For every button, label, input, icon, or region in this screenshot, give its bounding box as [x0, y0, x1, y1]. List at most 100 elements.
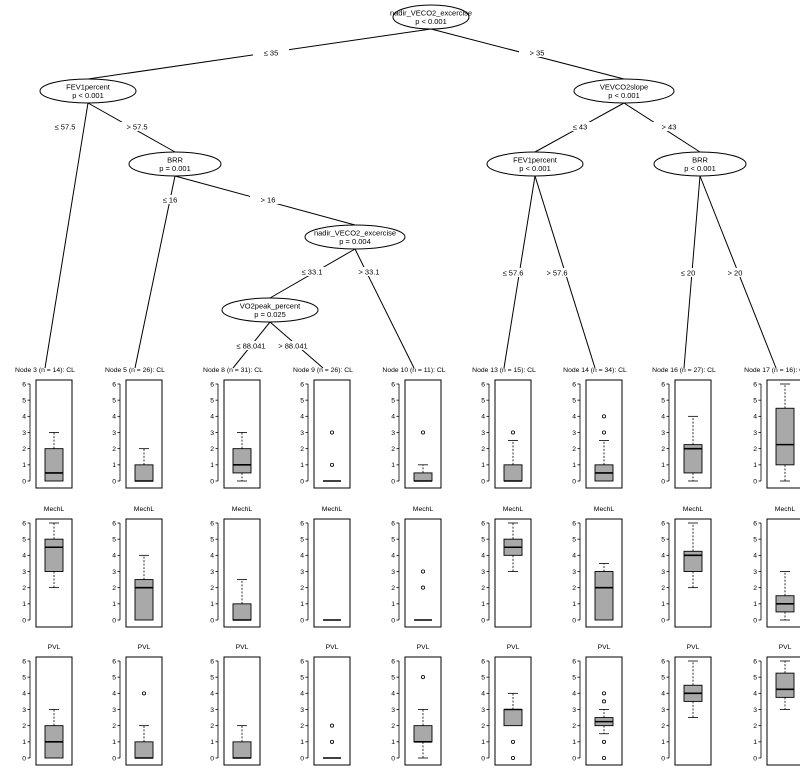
node-variable: VEVCO2slope	[600, 83, 648, 92]
y-tick-label: 3	[481, 569, 485, 576]
y-tick-label: 3	[753, 707, 757, 714]
y-tick-label: 5	[572, 398, 576, 405]
panel-title: MechL	[594, 506, 615, 513]
tree-leaf-panels: Node 3 (n = 14): CL0123456MechL0123456PV…	[15, 367, 800, 766]
edge-label-bg	[275, 341, 311, 350]
outlier-point	[602, 414, 607, 419]
y-tick-label: 3	[112, 707, 116, 714]
y-tick-label: 4	[112, 414, 116, 421]
y-tick-label: 5	[481, 398, 485, 405]
y-tick-label: 4	[22, 691, 26, 698]
y-tick-label: 1	[112, 739, 116, 746]
leaf-title: Node 5 (n = 26): CL	[105, 367, 165, 374]
y-tick-label: 2	[481, 446, 485, 453]
y-tick-label: 1	[22, 462, 26, 469]
leaf-title: Node 16 (n = 27): CL	[652, 367, 716, 374]
leaf-title: Node 3 (n = 14): CL	[15, 367, 75, 374]
y-tick-label: 4	[753, 691, 757, 698]
outlier-point	[329, 723, 334, 728]
y-tick-label: 1	[481, 462, 485, 469]
edge-label-2-3: ≤ 57.5	[55, 123, 76, 132]
outlier-point	[420, 430, 425, 435]
y-tick-label: 6	[391, 520, 395, 527]
node-ellipse	[653, 151, 747, 177]
node-variable: nadir_VECO2_excercise	[314, 229, 396, 238]
edge-4-5	[134, 175, 176, 369]
y-tick-label: 1	[300, 462, 304, 469]
edge-label-bg	[233, 341, 269, 350]
y-tick-label: 4	[661, 414, 665, 421]
y-tick-label: 4	[391, 691, 395, 698]
leaf-node-14: Node 14 (n = 34): CL0123456MechL0123456P…	[563, 367, 627, 766]
box-iqr	[134, 741, 154, 759]
y-tick-label: 6	[112, 658, 116, 665]
y-tick-label: 6	[753, 658, 757, 665]
node-ellipse	[392, 4, 470, 30]
y-tick-label: 3	[661, 430, 665, 437]
y-tick-label: 4	[22, 414, 26, 421]
y-tick-label: 2	[661, 446, 665, 453]
y-tick-label: 5	[22, 537, 26, 544]
y-tick-label: 2	[572, 723, 576, 730]
leaf-title: Node 13 (n = 15): CL	[472, 367, 536, 374]
outlier-point	[510, 739, 515, 744]
node-variable: FEV1percent	[513, 156, 558, 165]
y-tick-label: 6	[572, 658, 576, 665]
panel-frame	[313, 656, 351, 766]
y-tick-label: 5	[210, 537, 214, 544]
y-tick-label: 3	[481, 707, 485, 714]
node-p-value: p < 0.001	[519, 164, 551, 173]
y-tick-label: 1	[572, 601, 576, 608]
leaf-node-8: Node 8 (n = 31): CL0123456MechL0123456PV…	[203, 367, 263, 766]
y-tick-label: 5	[572, 537, 576, 544]
y-tick-label: 6	[210, 520, 214, 527]
y-tick-label: 4	[572, 553, 576, 560]
y-tick-label: 5	[481, 537, 485, 544]
y-tick-label: 1	[391, 739, 395, 746]
y-tick-label: 5	[22, 398, 26, 405]
panel-title: PVL	[48, 644, 61, 651]
edge-label-4-5: ≤ 16	[163, 196, 178, 205]
y-tick-label: 6	[391, 658, 395, 665]
outlier-point	[602, 739, 607, 744]
leaf-node-16: Node 16 (n = 27): CL0123456MechL0123456P…	[652, 367, 716, 766]
y-tick-label: 6	[300, 658, 304, 665]
y-tick-label: 4	[22, 553, 26, 560]
tree-edge-labels: ≤ 35> 35≤ 57.5> 57.5≤ 16> 16≤ 33.1> 33.1…	[47, 48, 753, 351]
y-tick-label: 1	[22, 739, 26, 746]
y-tick-label: 6	[661, 658, 665, 665]
y-tick-label: 2	[210, 446, 214, 453]
y-tick-label: 2	[112, 585, 116, 592]
y-tick-label: 0	[300, 478, 304, 485]
y-tick-label: 1	[753, 739, 757, 746]
y-tick-label: 2	[753, 585, 757, 592]
panel-title: MechL	[322, 506, 343, 513]
y-tick-label: 6	[661, 520, 665, 527]
y-tick-label: 0	[572, 617, 576, 624]
leaf-node-3: Node 3 (n = 14): CL0123456MechL0123456PV…	[15, 367, 75, 766]
outlier-point	[510, 430, 515, 435]
y-tick-label: 0	[300, 617, 304, 624]
box-iqr	[44, 448, 64, 482]
y-tick-label: 3	[112, 430, 116, 437]
outlier-point	[420, 585, 425, 590]
box-iqr	[683, 550, 703, 572]
y-tick-label: 1	[300, 601, 304, 608]
outlier-point	[602, 699, 607, 704]
y-tick-label: 6	[481, 658, 485, 665]
edge-label-bg	[670, 268, 706, 277]
y-tick-label: 5	[112, 537, 116, 544]
panel-frame	[35, 379, 73, 489]
y-tick-label: 4	[300, 691, 304, 698]
